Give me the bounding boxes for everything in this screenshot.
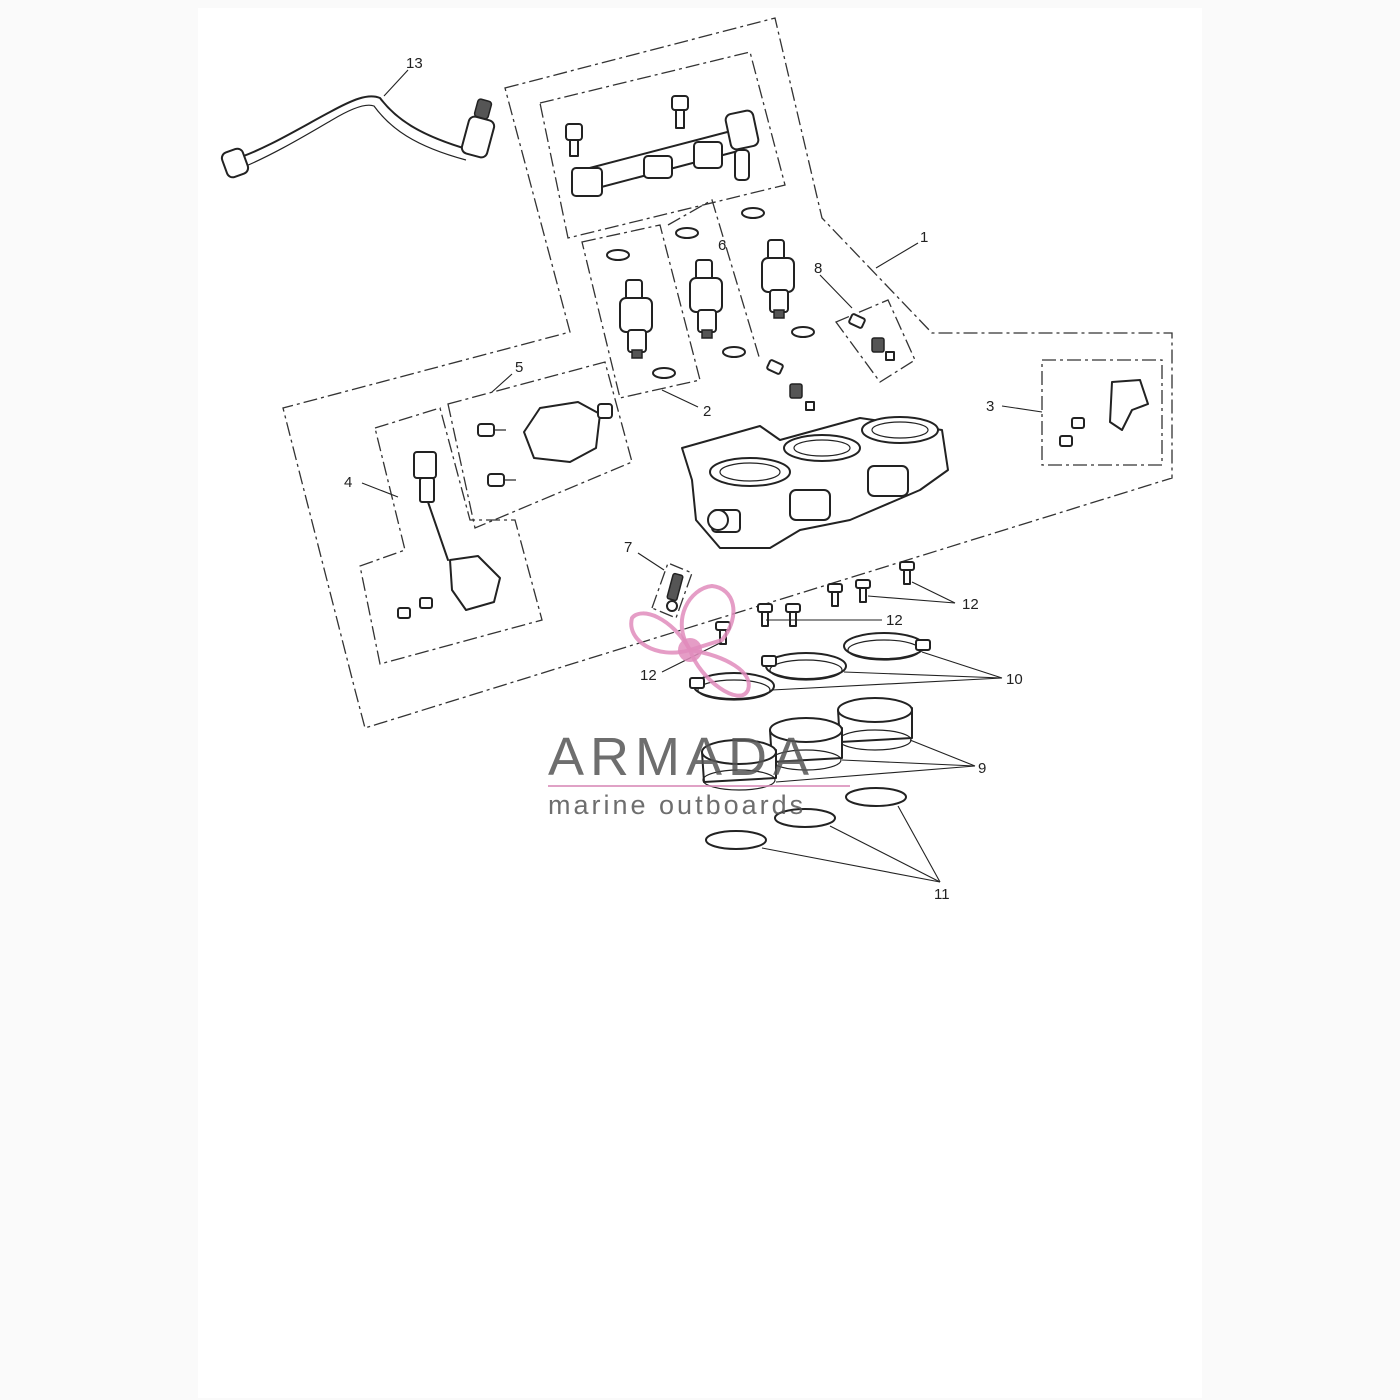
o-rings-part-6 [606,207,815,379]
propeller-icon [629,583,751,698]
boundary-bracket-3 [1041,359,1163,466]
fuel-hose-part-13 [220,95,496,179]
throttle-body-part-1 [681,416,949,549]
boundary-throttle-body-assembly [282,17,1173,729]
watermark: ARMADA marine outboards [548,583,850,820]
fuel-injectors-part-2 [619,239,795,359]
callout-4: 4 [344,474,352,491]
intake-adaptors-part-9 [701,697,913,791]
callout-13: 13 [406,55,423,72]
callout-10: 10 [1006,671,1023,688]
hose-clamps-part-10 [689,632,931,701]
assembly-boundaries [282,17,1173,729]
callout-11: 11 [934,886,950,903]
callout-8: 8 [814,260,822,277]
watermark-subtitle: marine outboards [548,790,806,820]
callout-6: 6 [718,237,726,254]
leader-lines [361,69,1043,883]
sensor-harness-part-4 [397,451,501,619]
callout-12-middle: 12 [886,612,903,629]
callout-9: 9 [978,760,986,777]
screw-part-7 [666,572,684,612]
callout-1: 1 [920,229,928,246]
gaskets-part-11 [705,787,907,850]
callout-2: 2 [703,403,711,420]
boundary-screws-8 [834,299,916,383]
boundary-injectors [581,224,701,399]
callout-12-left: 12 [640,667,657,684]
callout-3: 3 [986,398,994,415]
throttle-sensor-part-5 [477,401,613,487]
boundary-sensor-4 [359,407,543,665]
callout-7: 7 [624,539,632,556]
watermark-title: ARMADA [548,727,815,787]
callout-5: 5 [515,359,523,376]
boundary-sensor-5 [447,361,633,529]
screws-springs-part-8 [766,313,895,411]
bracket-part-3 [1059,379,1149,447]
diagram-sheet [198,8,1202,1398]
screws-part-12 [715,561,915,645]
boundary-screw-7 [651,562,693,619]
boundary-fuel-rail [539,51,786,239]
callout-labels: 13 1 6 8 2 3 5 4 7 12 12 12 10 9 11 [344,55,1023,903]
boundary-injectors-center [667,199,761,361]
callout-12-right: 12 [962,596,979,613]
fuel-rail-part [565,95,760,197]
